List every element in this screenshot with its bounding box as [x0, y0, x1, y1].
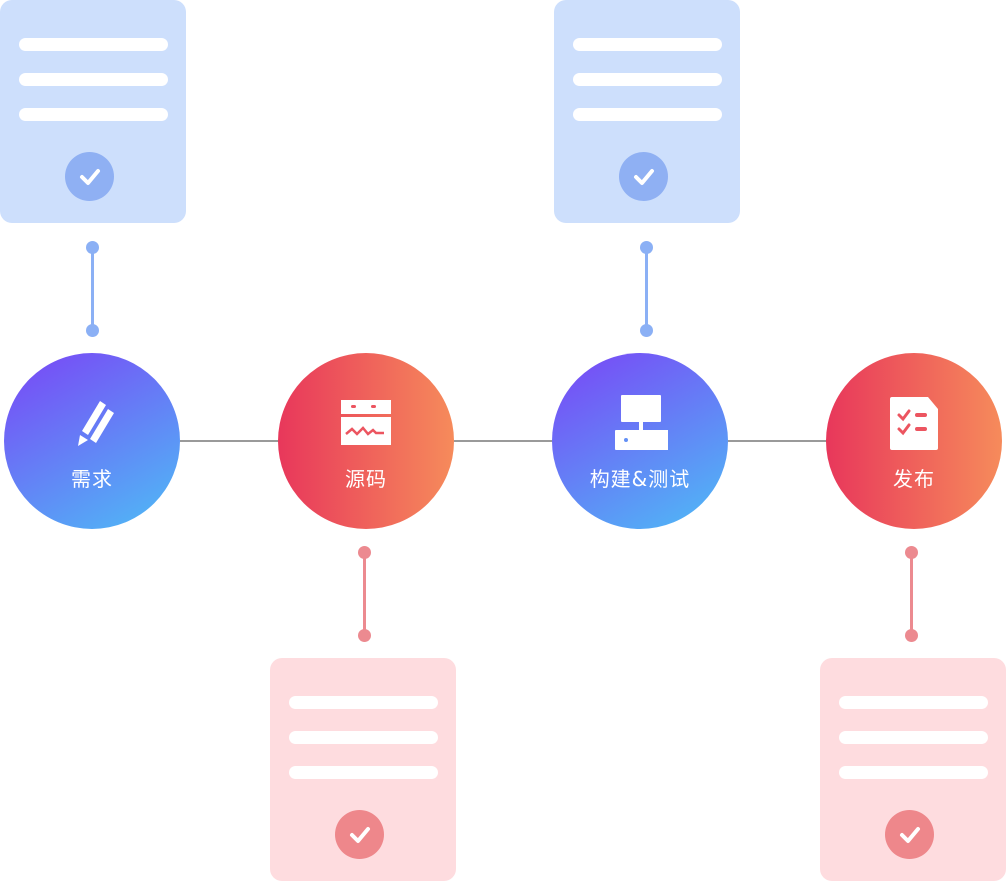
document-card-release — [820, 658, 1006, 881]
step-release: 发布 — [826, 353, 1002, 529]
text-line-placeholder — [289, 696, 438, 709]
document-card-build-test — [554, 0, 740, 223]
text-line-placeholder — [573, 108, 722, 121]
checklist-icon — [890, 397, 938, 450]
pencil-icon — [78, 401, 114, 446]
text-line-placeholder — [289, 766, 438, 779]
code-window-icon — [341, 400, 391, 445]
step-label: 源码 — [345, 467, 387, 491]
step-build-test: 构建&测试 — [552, 353, 728, 529]
document-card-requirements — [0, 0, 186, 223]
connector — [905, 546, 918, 642]
text-line-placeholder — [839, 696, 988, 709]
document-card-source — [270, 658, 456, 881]
connector — [358, 546, 371, 642]
step-requirements: 需求 — [4, 353, 180, 529]
text-line-placeholder — [19, 73, 168, 86]
step-label: 需求 — [71, 467, 113, 491]
flow-line — [180, 440, 280, 442]
check-icon — [619, 152, 668, 201]
text-line-placeholder — [289, 731, 438, 744]
text-line-placeholder — [19, 38, 168, 51]
flow-line — [728, 440, 828, 442]
text-line-placeholder — [573, 73, 722, 86]
check-icon — [335, 810, 384, 859]
text-line-placeholder — [19, 108, 168, 121]
step-label: 发布 — [893, 467, 935, 491]
check-icon — [65, 152, 114, 201]
connector — [640, 241, 653, 337]
connector — [86, 241, 99, 337]
text-line-placeholder — [573, 38, 722, 51]
flow-line — [454, 440, 554, 442]
text-line-placeholder — [839, 766, 988, 779]
check-icon — [885, 810, 934, 859]
server-icon — [615, 395, 668, 450]
text-line-placeholder — [839, 731, 988, 744]
step-label: 构建&测试 — [589, 467, 691, 491]
step-source: 源码 — [278, 353, 454, 529]
